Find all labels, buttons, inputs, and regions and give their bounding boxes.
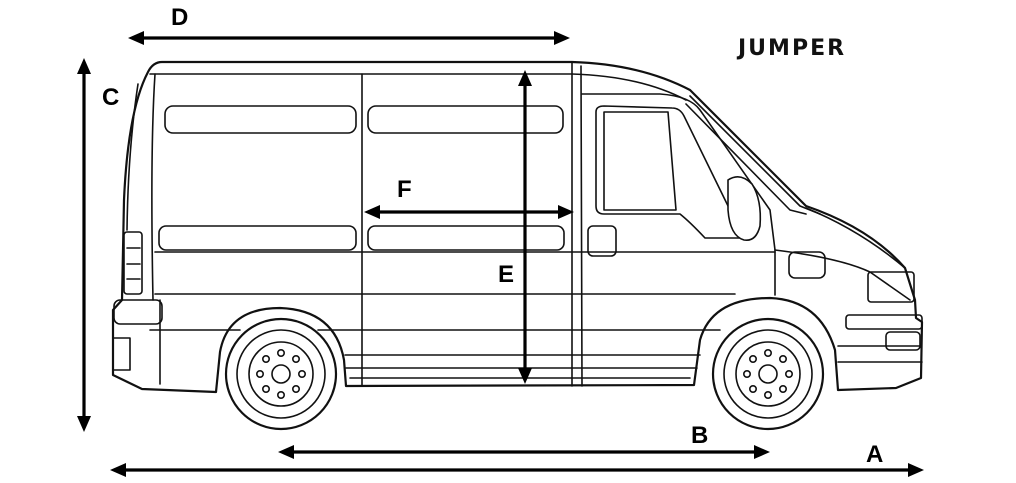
side-window-lower [367,225,565,251]
front-bumper [845,314,923,330]
cab-window [595,105,741,239]
dimension-A-label: A [866,441,883,468]
headlight [867,271,915,303]
door-handle [587,225,617,257]
dimension-D-arrow [128,31,570,45]
rear-bumper [113,299,163,325]
dimension-C-label: C [102,84,119,111]
dimension-F-arrow [364,205,574,219]
brand-logo: JUMPER [736,36,846,61]
dimension-B-label: B [691,422,708,449]
side-mirror [727,176,762,242]
dimension-A-arrow [110,463,924,477]
rear-window-upper [164,105,357,134]
dimension-E-arrow [518,70,532,384]
dimension-B-arrow [278,445,770,459]
rear-window-lower [158,225,357,251]
front-wheel [711,317,825,431]
dimension-D-label: D [171,4,188,31]
front-door [581,93,776,296]
side-indicator [788,251,826,279]
side-window-upper [367,105,564,134]
dimension-C-arrow [77,58,91,432]
rear-wheel [224,317,338,431]
dimension-E-label: E [498,261,514,288]
van-body [111,60,924,394]
van-outline [111,60,924,394]
dimension-F-label: F [397,176,412,203]
tail-light [123,231,143,295]
